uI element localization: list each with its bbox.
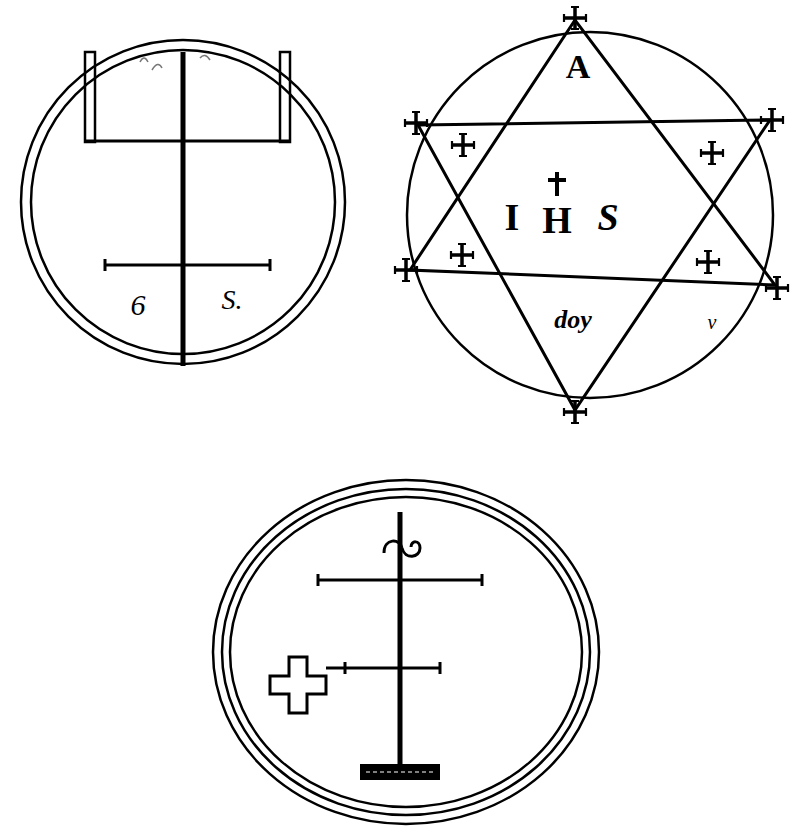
- third-seal: [213, 480, 599, 824]
- seal-letter: doy: [554, 307, 592, 333]
- seal-character: S.: [222, 286, 243, 314]
- seal-letter: I: [505, 198, 520, 236]
- seal-letter: H: [542, 201, 572, 239]
- seal-letter: S: [597, 198, 618, 236]
- seal-outline: [405, 30, 775, 400]
- seal-letter: v: [708, 312, 717, 332]
- first-seal: [21, 40, 345, 366]
- seal-ring: [407, 32, 773, 398]
- hexagram-seal: [395, 7, 788, 423]
- seal-letter: A: [566, 50, 591, 84]
- seal-circle: A IHSdoy v: [405, 30, 775, 400]
- seal-character: 6: [131, 290, 146, 320]
